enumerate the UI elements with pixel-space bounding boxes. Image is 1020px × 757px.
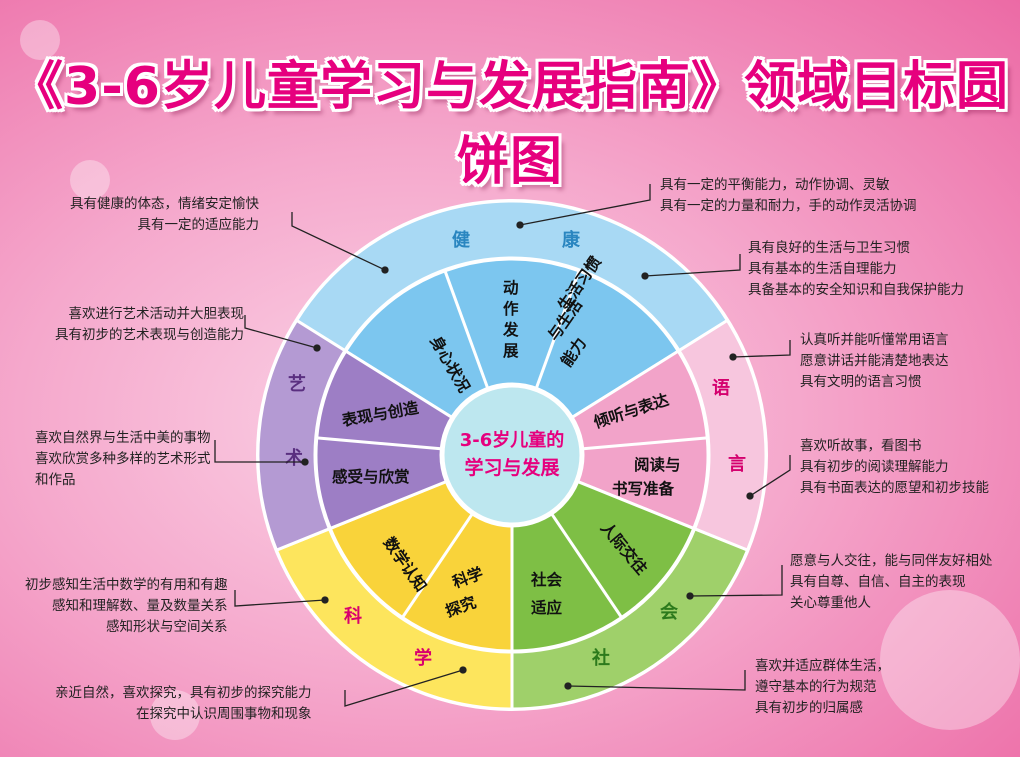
note-science: 亲近自然，喜欢探究，具有初步的探究能力在探究中认识周围事物和现象 xyxy=(55,685,312,722)
note-art-top: 喜欢进行艺术活动并大胆表现具有初步的艺术表现与创造能力 xyxy=(55,306,244,343)
svg-text:展: 展 xyxy=(503,342,519,360)
sector-divider xyxy=(316,436,443,451)
decor-bubble xyxy=(150,690,200,740)
decor-bubble xyxy=(880,590,1020,730)
domain-label-language-1: 语 xyxy=(712,378,730,399)
note-social-top: 愿意与人交往，能与同伴友好相处具有自尊、自信、自主的表现关心尊重他人 xyxy=(790,553,993,611)
page-title: 《3-6岁儿童学习与发展指南》领域目标圆饼图 xyxy=(11,57,1009,192)
domain-label-art-1: 艺 xyxy=(288,373,306,395)
note-language-top: 认真听并能听懂常用语言愿意讲话并能清楚地表达具有文明的语言习惯 xyxy=(800,332,949,390)
center-circle xyxy=(439,382,585,528)
svg-text:发: 发 xyxy=(502,320,519,339)
domain-label-health-2: 康 xyxy=(562,229,581,251)
domain-label-science-1: 科 xyxy=(344,605,362,627)
domain-label-art-2: 术 xyxy=(285,447,303,469)
domain-label-language-2: 言 xyxy=(728,453,746,475)
sector-divider xyxy=(534,270,581,390)
note-health-right: 具有良好的生活与卫生习惯具有基本的生活自理能力具备基本的安全知识和自我保护能力 xyxy=(748,240,964,298)
note-health-top: 具有一定的平衡能力，动作协调、灵敏具有一定的力量和耐力，手的动作灵活协调 xyxy=(660,177,917,214)
note-art-bottom: 喜欢自然界与生活中美的事物喜欢欣赏多种多样的艺术形式和作品 xyxy=(35,430,211,488)
sector-divider xyxy=(443,270,490,390)
decor-bubble xyxy=(70,160,110,200)
sub-label-yuedu-1: 阅读与 xyxy=(634,455,681,474)
center-label-1: 3-6岁儿童的 xyxy=(460,429,565,451)
sector-divider xyxy=(549,512,623,619)
sub-label-yuedu-2: 书写准备 xyxy=(612,479,675,498)
note-math: 初步感知生活中数学的有用和有趣感知和理解数、量及数量关系感知形状与空间关系 xyxy=(25,577,228,635)
sector-divider xyxy=(581,436,708,451)
sub-label-ganshou: 感受与欣赏 xyxy=(332,467,410,486)
center-label-2: 学习与发展 xyxy=(464,456,559,479)
svg-text:动: 动 xyxy=(503,279,519,297)
sector-divider xyxy=(401,512,475,619)
svg-text:作: 作 xyxy=(503,299,519,318)
leader-lines xyxy=(214,184,791,707)
domain-label-science-2: 学 xyxy=(414,647,432,669)
sub-label-shehui-2: 适应 xyxy=(531,598,563,617)
note-social-bottom: 喜欢并适应群体生活，遵守基本的行为规范具有初步的归属感 xyxy=(755,658,890,716)
domain-label-society-2: 社 xyxy=(592,647,610,669)
sub-label-dongzuo: 动 作 发 展 xyxy=(502,279,519,360)
domain-label-health-1: 健 xyxy=(452,229,470,251)
note-health-left: 具有健康的体态，情绪安定愉快具有一定的适应能力 xyxy=(70,196,259,233)
note-language-bottom: 喜欢听故事，看图书具有初步的阅读理解能力具有书面表达的愿望和初步技能 xyxy=(800,438,989,496)
decor-bubble xyxy=(20,20,60,60)
domain-label-society-1: 会 xyxy=(660,601,678,623)
sub-label-shehui-1: 社会 xyxy=(530,570,563,589)
